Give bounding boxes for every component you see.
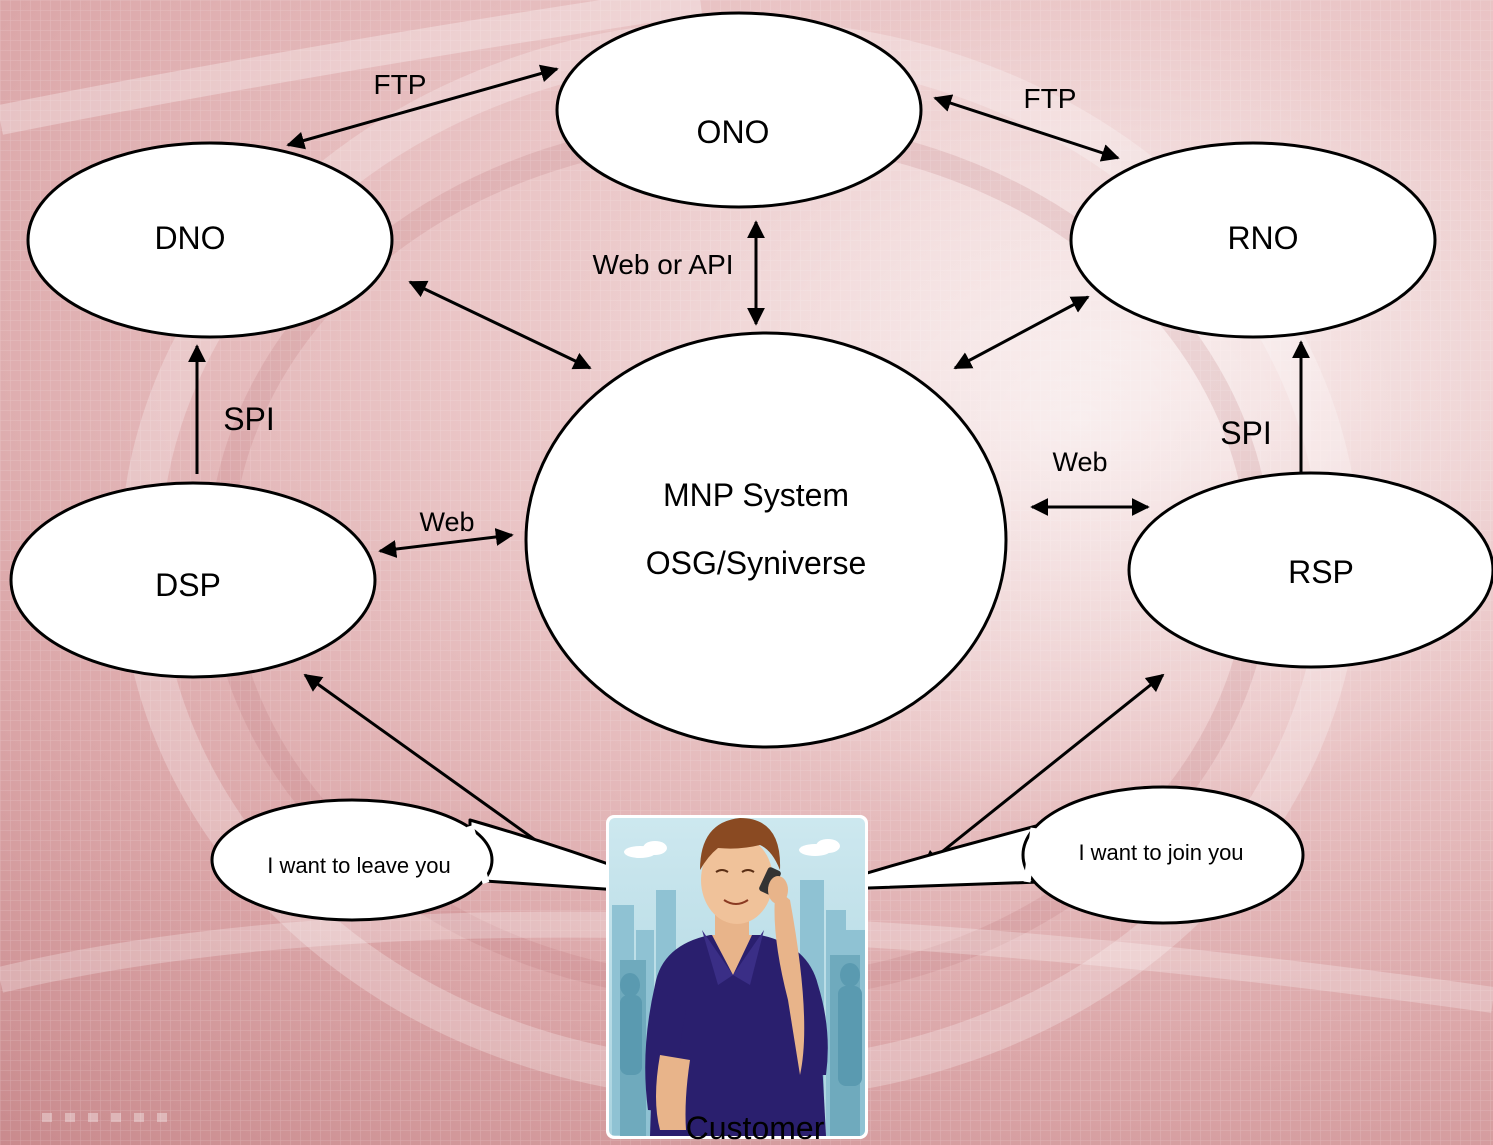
node-dno-label: DNO [154, 220, 225, 256]
speech-bubble-join: I want to join you [808, 785, 1305, 925]
edge-rsp-customer [921, 673, 1165, 869]
node-rsp-label: RSP [1288, 554, 1354, 590]
edge-dno-ono [286, 64, 559, 150]
decorative-squares [42, 1113, 167, 1122]
node-mnp-label-line2: OSG/Syniverse [646, 545, 867, 581]
node-ono [555, 11, 923, 209]
edge-ono-rno-label: FTP [1024, 83, 1077, 114]
node-mnp [524, 331, 1008, 749]
edge-dsp-mnp [378, 528, 514, 558]
edge-dno-mnp [408, 280, 592, 370]
edge-rno-mnp [953, 295, 1090, 370]
edge-dno-ono-label: FTP [374, 69, 427, 100]
speech-bubble-leave-text: I want to leave you [267, 853, 450, 878]
node-dsp-label: DSP [155, 567, 221, 603]
edge-rsp-rno-label: SPI [1220, 415, 1272, 451]
node-rsp [1127, 471, 1493, 669]
node-rno [1069, 141, 1437, 339]
edge-dsp-dno-label: SPI [223, 401, 275, 437]
speech-bubble-join-text: I want to join you [1078, 840, 1243, 865]
edge-ono-mnp-label: Web or API [592, 249, 733, 280]
edge-mnp-rsp-label: Web [1052, 447, 1107, 477]
edge-ono-rno [933, 94, 1120, 162]
customer-caption: Customer [686, 1110, 825, 1145]
node-dno [26, 141, 394, 339]
edge-dsp-customer [303, 673, 575, 869]
node-dsp [9, 481, 377, 679]
customer-illustration [606, 815, 868, 1139]
node-rno-label: RNO [1227, 220, 1298, 256]
node-ono-label: ONO [697, 114, 770, 150]
node-mnp-label-line1: MNP System [663, 477, 849, 513]
edge-dsp-mnp-label: Web [419, 507, 474, 537]
